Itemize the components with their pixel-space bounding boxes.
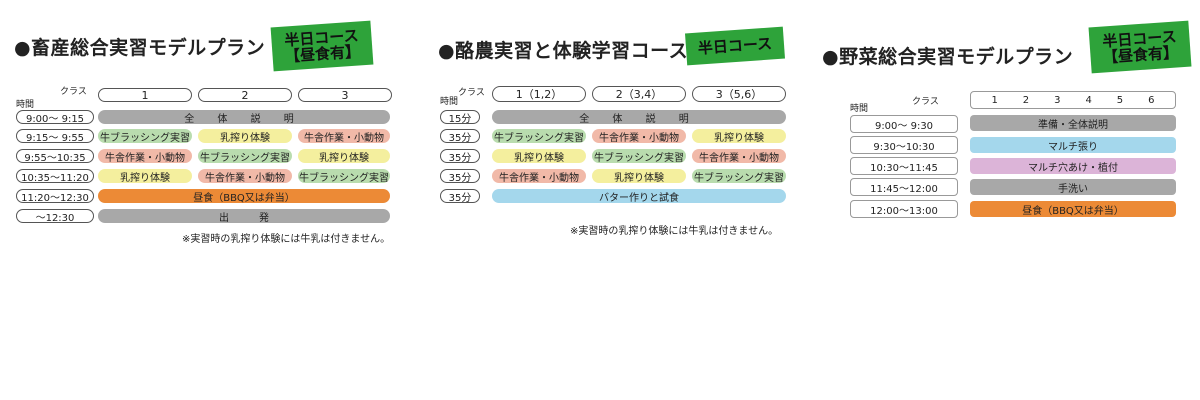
section3-time-cell: 9:00～ 9:30 [850, 115, 958, 133]
section2-span-cell: 全 体 説 明 [492, 110, 786, 125]
section1-activity-cell: 牛舎作業・小動物 [298, 129, 390, 144]
section2-activity-cell: 牛ブラッシング実習 [692, 169, 786, 184]
section3-time-cell: 11:45～12:00 [850, 178, 958, 196]
section1-class-label: クラス [60, 87, 87, 97]
section1-time-cell: ～12:30 [16, 209, 94, 224]
section1-badge: 半日コース 【昼食有】 [270, 20, 374, 72]
section2-activity-cell: 牛ブラッシング実習 [592, 149, 686, 164]
section3-time-cell: 9:30～10:30 [850, 136, 958, 154]
section2-activity-cell: 牛ブラッシング実習 [492, 129, 586, 144]
section2-activity-cell: 牛舎作業・小動物 [592, 129, 686, 144]
section3-span-cell: 準備・全体説明 [970, 115, 1176, 131]
section1-activity-cell: 乳搾り体験 [98, 169, 192, 184]
section1-time-cell: 9:55～10:35 [16, 149, 94, 164]
section3-badge: 半日コース 【昼食有】 [1088, 20, 1192, 74]
section3-class-label: クラス [912, 97, 939, 107]
section2-class-header: 2（3,4） [592, 86, 686, 102]
section3-span-cell: マルチ穴あけ・植付 [970, 158, 1176, 174]
section3-span-cell: マルチ張り [970, 137, 1176, 153]
section1-class-header: 1 [98, 88, 192, 102]
section1-activity-cell: 牛ブラッシング実習 [198, 149, 292, 164]
section3-time-label: 時間 [850, 104, 869, 114]
section2-activity-cell: 牛舎作業・小動物 [692, 149, 786, 164]
section1-span-cell: 全 体 説 明 [98, 110, 390, 125]
section2-span-cell: バター作りと試食 [492, 189, 786, 204]
section2-time-cell: 15分 [440, 110, 480, 125]
section1-time-label: 時間 [16, 100, 35, 110]
section3-span-cell: 昼食（BBQ又は弁当） [970, 201, 1176, 217]
section3-time-cell: 12:00～13:00 [850, 200, 958, 218]
section1-class-header: 3 [298, 88, 392, 102]
section2-class-header: 1（1,2） [492, 86, 586, 102]
section3-title: ●野菜総合実習モデルプラン [822, 46, 1074, 68]
section2-activity-cell: 乳搾り体験 [692, 129, 786, 144]
section2-title: ●酪農実習と体験学習コース [438, 40, 689, 62]
section3-class-number: 3 [1054, 94, 1061, 106]
section2-class-label: クラス [458, 88, 485, 98]
section1-note: ※実習時の乳搾り体験には牛乳は付きません。 [182, 234, 391, 245]
section2-badge: 半日コース [685, 26, 785, 66]
section1-activity-cell: 乳搾り体験 [298, 149, 390, 164]
section2-activity-cell: 乳搾り体験 [592, 169, 686, 184]
section3-class-number: 6 [1148, 94, 1155, 106]
section2-time-cell: 35分 [440, 149, 480, 164]
section3-badge-line2: 【昼食有】 [1102, 43, 1179, 67]
section2-time-cell: 35分 [440, 169, 480, 184]
section1-time-cell: 9:15～ 9:55 [16, 129, 94, 144]
section1-span-cell: 昼食（BBQ又は弁当） [98, 189, 390, 204]
section1-activity-cell: 乳搾り体験 [198, 129, 292, 144]
section1-activity-cell: 牛ブラッシング実習 [98, 129, 192, 144]
section2-note: ※実習時の乳搾り体験には牛乳は付きません。 [570, 226, 779, 237]
section3-class-number: 4 [1085, 94, 1092, 106]
section1-time-cell: 11:20～12:30 [16, 189, 94, 204]
section1-activity-cell: 牛舎作業・小動物 [98, 149, 192, 164]
section3-class-number: 1 [991, 94, 998, 106]
section1-activity-cell: 牛ブラッシング実習 [298, 169, 390, 184]
section1-title: ●畜産総合実習モデルプラン [14, 37, 266, 59]
section1-time-cell: 10:35～11:20 [16, 169, 94, 184]
section3-class-header: 1 2 3 4 5 6 [970, 91, 1176, 109]
section3-class-number: 5 [1116, 94, 1124, 106]
section1-span-cell: 出 発 [98, 209, 390, 224]
section1-time-cell: 9:00～ 9:15 [16, 110, 94, 125]
section2-time-label: 時間 [440, 97, 459, 107]
section3-time-cell: 10:30～11:45 [850, 157, 958, 175]
section1-badge-line2: 【昼食有】 [284, 42, 361, 66]
section2-class-header: 3（5,6） [692, 86, 786, 102]
section3-class-number: 2 [1022, 94, 1030, 106]
section3-span-cell: 手洗い [970, 179, 1176, 195]
section2-activity-cell: 乳搾り体験 [492, 149, 586, 164]
section2-time-cell: 35分 [440, 189, 480, 204]
section1-class-header: 2 [198, 88, 292, 102]
section2-time-cell: 35分 [440, 129, 480, 144]
section1-activity-cell: 牛舎作業・小動物 [198, 169, 292, 184]
section2-activity-cell: 牛舎作業・小動物 [492, 169, 586, 184]
